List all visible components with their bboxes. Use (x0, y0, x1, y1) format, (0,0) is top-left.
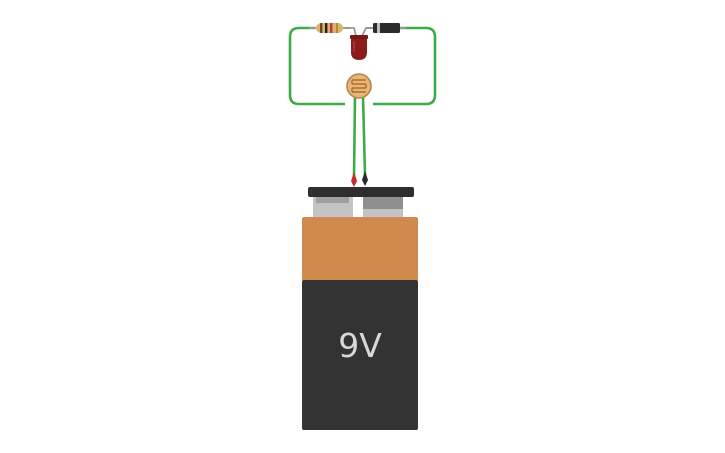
resistor-band-3 (330, 23, 333, 33)
photoresistor-disc (346, 73, 372, 99)
circuit-wires[interactable] (288, 26, 437, 177)
photoresistor-trace (351, 79, 367, 93)
resistor-band-4 (336, 23, 338, 33)
battery-terminal-left-shade (316, 197, 349, 203)
battery-top-cap (302, 217, 418, 281)
resistor-icon[interactable] (309, 23, 350, 33)
diode-icon[interactable] (366, 23, 406, 33)
wire-right-loop[interactable] (373, 26, 437, 106)
wire-to-positive-terminal[interactable] (361, 95, 367, 176)
diode-cathode-band (377, 23, 380, 33)
wire-to-negative-terminal[interactable] (352, 95, 357, 177)
led-rim (350, 35, 368, 39)
battery-terminal-right-shade (363, 197, 403, 209)
led-lead-cathode (361, 27, 372, 37)
wire-left-loop[interactable] (288, 26, 345, 106)
led-icon[interactable] (350, 27, 372, 60)
battery-body (302, 280, 418, 430)
photoresistor-icon[interactable] (346, 73, 372, 99)
wire-connectors (351, 171, 368, 187)
positive-connector-tip (362, 171, 368, 186)
led-lead-anode (350, 27, 357, 37)
battery-9v[interactable]: 9V (302, 187, 418, 430)
battery-voltage-label: 9V (338, 326, 382, 365)
resistor-band-1 (320, 23, 323, 33)
negative-connector-tip (351, 172, 357, 187)
resistor-band-2 (325, 23, 328, 33)
battery-snap-cap (308, 187, 414, 197)
